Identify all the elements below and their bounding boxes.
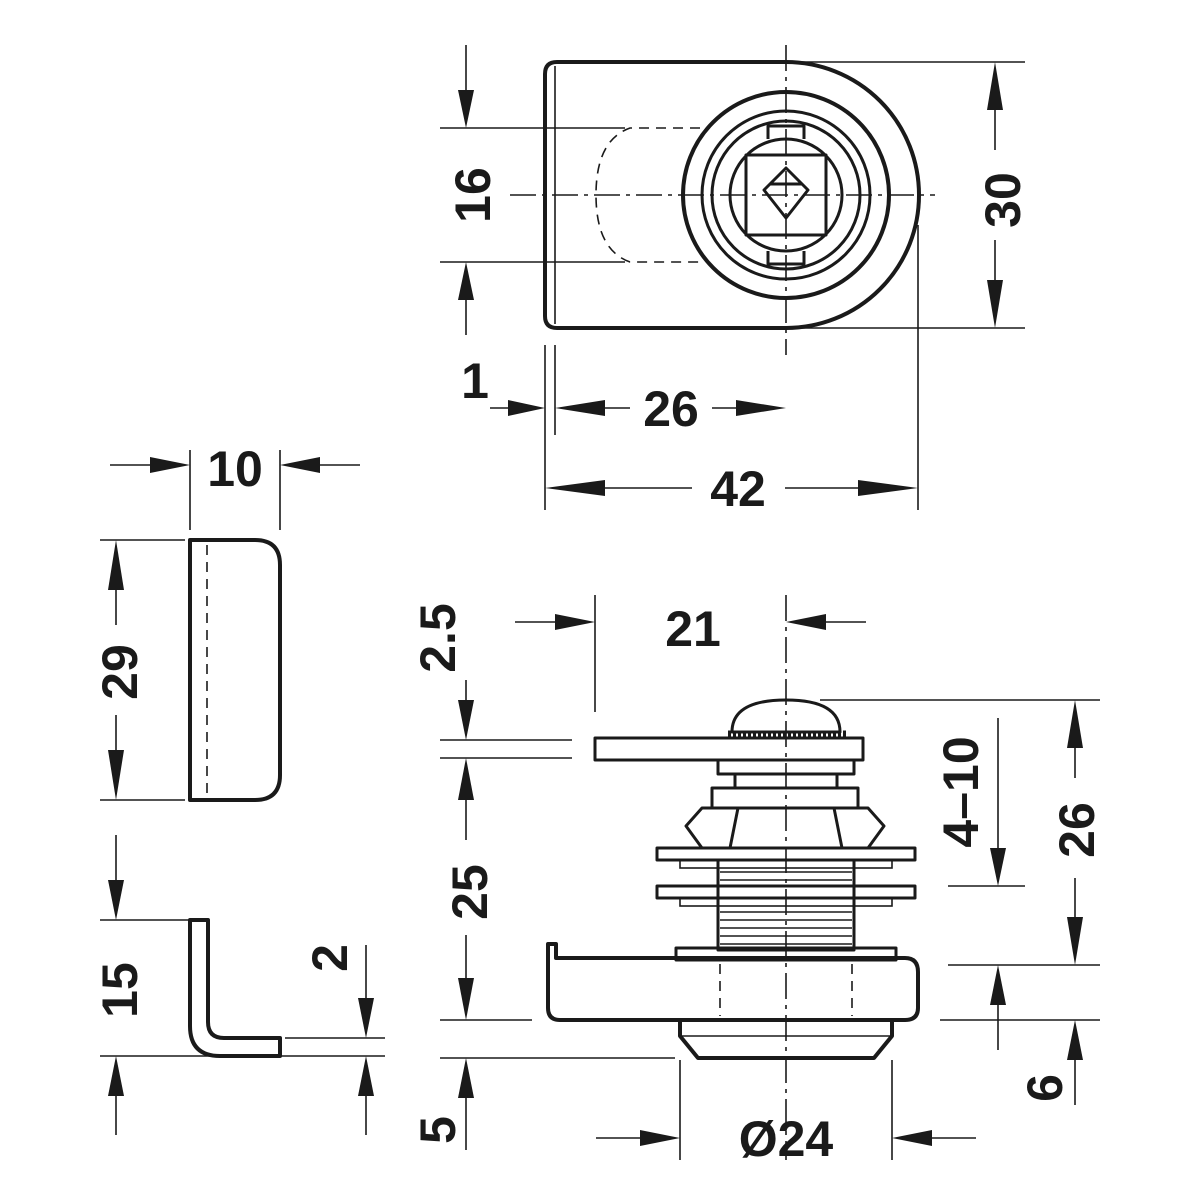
arrow-42-right — [858, 480, 918, 496]
arrow-42-left — [545, 480, 605, 496]
dim-label-5: 5 — [410, 1116, 466, 1144]
arrow-30-top — [987, 62, 1003, 110]
arrow-10-right — [280, 457, 320, 473]
dim-label-4-10: 4–10 — [933, 736, 989, 847]
side-view-cam-plate — [593, 736, 865, 762]
bracket-view: 15 2 — [92, 835, 385, 1135]
dim-label-6: 6 — [1017, 1074, 1073, 1102]
arrow-16-bottom — [458, 262, 474, 300]
dim-label-26v: 26 — [1049, 802, 1105, 858]
dim-label-21: 21 — [665, 601, 721, 657]
arrow-25-top — [458, 758, 474, 800]
dim-label-25: 25 — [442, 864, 498, 920]
side-view-spacer — [710, 786, 860, 810]
dim-label-d24: Ø24 — [739, 1111, 834, 1167]
top-view-slot-hidden — [595, 127, 700, 263]
dim-label-42: 42 — [710, 461, 766, 517]
arrow-2-5-top — [458, 700, 474, 740]
arrow-21-right — [786, 614, 826, 630]
top-view-body-outline — [543, 60, 921, 330]
arrow-5 — [458, 1058, 474, 1098]
cam-outline — [188, 538, 282, 802]
cam-view: 10 29 — [92, 441, 360, 802]
arrow-21-left — [555, 614, 595, 630]
arrow-2-bottom — [358, 1056, 374, 1096]
arrow-26v-bottom — [1067, 917, 1083, 965]
dim-label-30: 30 — [975, 172, 1031, 228]
arrow-10-left — [150, 457, 190, 473]
arrow-6-bottom — [1067, 1020, 1083, 1060]
arrow-26-right — [736, 400, 786, 416]
top-view: 16 30 1 26 42 — [440, 45, 1031, 517]
dim-label-10: 10 — [207, 441, 263, 497]
arrow-d24-right — [892, 1130, 932, 1146]
arrow-25-bottom — [458, 978, 474, 1020]
side-view-hex-nut — [684, 806, 886, 850]
arrow-26v-top — [1067, 700, 1083, 748]
arrow-4-10 — [990, 848, 1006, 886]
arrow-26-left — [555, 400, 605, 416]
bracket-outline — [188, 918, 282, 1058]
dim-label-2: 2 — [302, 944, 358, 972]
arrow-16-top — [458, 90, 474, 128]
dim-label-29: 29 — [92, 644, 148, 700]
arrow-d24-left — [640, 1130, 680, 1146]
arrow-30-bottom — [987, 280, 1003, 328]
arrow-1 — [508, 400, 545, 416]
dim-label-1: 1 — [461, 353, 489, 409]
arrow-2-top — [358, 998, 374, 1038]
arrow-29-bottom — [108, 750, 124, 800]
top-view-key-notch-top — [766, 124, 806, 139]
arrow-15-top — [108, 880, 124, 920]
arrow-15-bottom — [108, 1056, 124, 1096]
dim-label-16: 16 — [445, 167, 501, 223]
side-view: 21 2.5 25 5 Ø24 4–10 — [410, 595, 1105, 1167]
dim-label-15: 15 — [92, 962, 148, 1018]
dim-label-2-5: 2.5 — [410, 603, 466, 673]
dim-label-26: 26 — [643, 381, 699, 437]
arrow-29-top — [108, 540, 124, 590]
arrow-6-top — [990, 965, 1006, 1005]
side-view-base-flange — [546, 942, 920, 1022]
